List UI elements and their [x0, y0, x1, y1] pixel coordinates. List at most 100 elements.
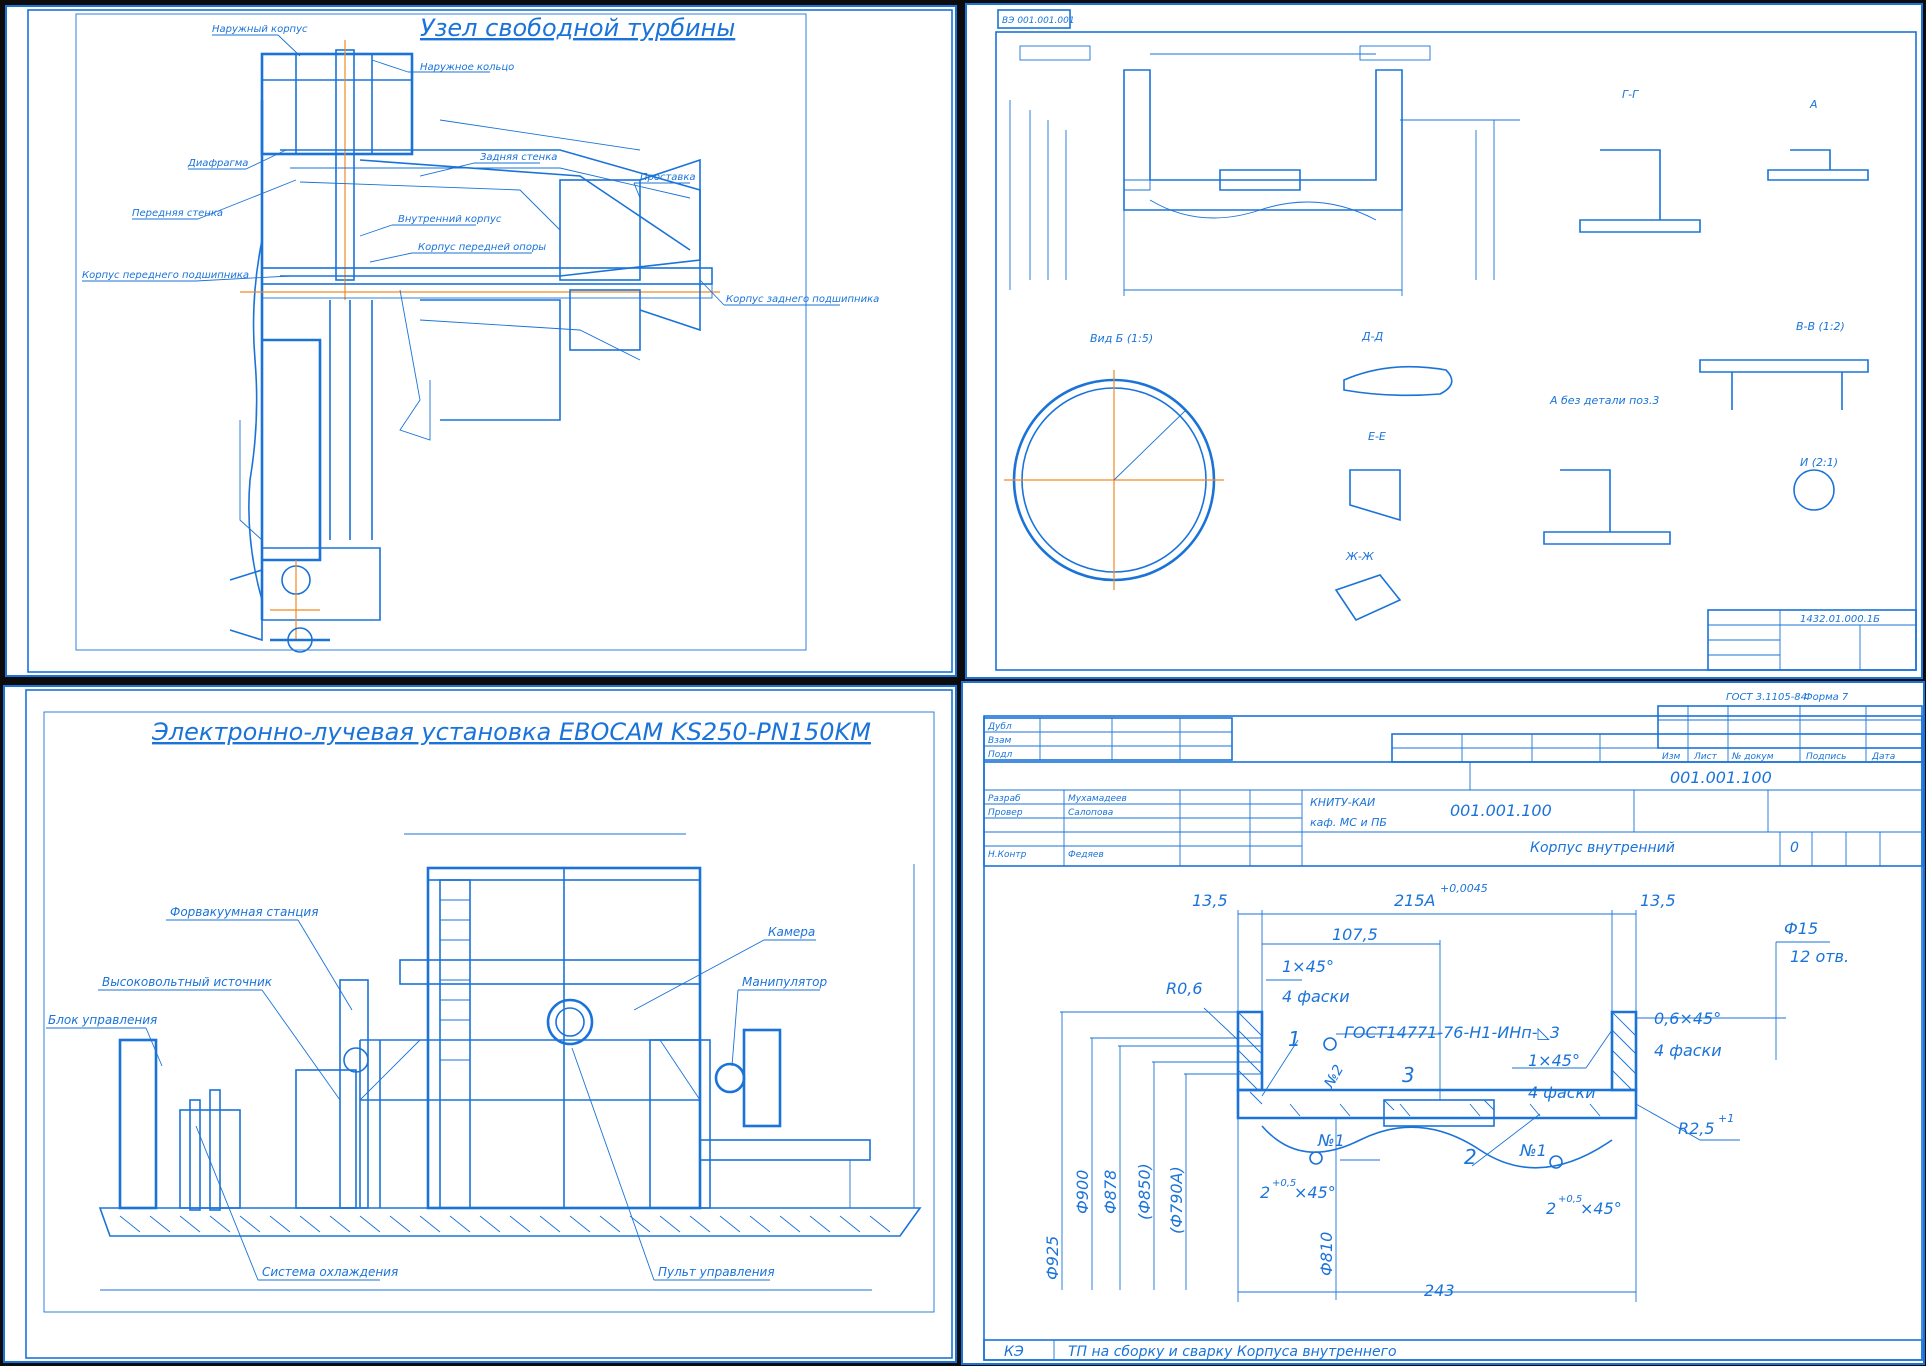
view-vv-title: В-В (1:2)	[1796, 320, 1845, 333]
pos-2: 2	[1464, 1145, 1477, 1169]
doc-number-main: 001.001.100	[1450, 801, 1552, 820]
dim-243: 243	[1424, 1281, 1455, 1300]
org-name: КНИТУ-КАИ	[1310, 796, 1375, 809]
weld-gost: ГОСТ14771-76-Н1-ИНп-◺3	[1344, 1023, 1560, 1042]
turbine-assembly-drawing	[229, 40, 720, 653]
detail-stamp: ВЭ 001.001.001	[1002, 16, 1075, 26]
dim-chamfer-2-left-tol: +0,5	[1272, 1178, 1296, 1189]
header-signature: Подпись	[1806, 752, 1846, 762]
label-control-unit: Блок управления	[48, 1013, 157, 1027]
dept-name: каф. МС и ПБ	[1310, 816, 1387, 829]
name-checker: Салопова	[1068, 808, 1113, 818]
label-control-panel: Пульт управления	[658, 1265, 775, 1279]
sheet-mark: 0	[1790, 840, 1799, 856]
dim-chamfer-2-right-angle: ×45°	[1580, 1199, 1622, 1218]
dim-13-5-left: 13,5	[1192, 891, 1228, 910]
dim-chamfer-06x45: 0,6×45°	[1654, 1009, 1721, 1028]
turbine-title: Узел свободной турбины	[420, 14, 735, 42]
label-front-wall: Передняя стенка	[132, 208, 223, 219]
view-a-no-part3-title: А без детали поз.3	[1549, 394, 1659, 407]
view-zhzh-title: Ж-Ж	[1345, 550, 1375, 563]
dim-4-chamfers-b: 4 фаски	[1528, 1083, 1596, 1102]
dim-4-chamfers-a: 4 фаски	[1282, 987, 1350, 1006]
header-izm: Изм	[1662, 752, 1681, 762]
process-footer: КЭ ТП на сборку и сварку Корпуса внутрен…	[983, 1339, 1923, 1361]
process-part-drawing	[1060, 910, 1830, 1302]
label-hv-source: Высоковольтный источник	[102, 975, 273, 989]
turbine-callouts: Наружный корпус Наружное кольцо Диафрагм…	[82, 24, 879, 306]
detail-title-block: 1432.01.000.1Б	[1707, 609, 1917, 671]
dim-chamfer-2-left: 2	[1260, 1183, 1270, 1202]
header-doc: № докум	[1731, 752, 1774, 762]
panel-detail-drawing: ВЭ 001.001.001 1432.01.000.1Б Вид Б (1:5…	[965, 3, 1923, 679]
dim-r25-tol: +1	[1718, 1112, 1734, 1125]
dim-r06: R0,6	[1166, 979, 1203, 998]
name-normcontrol: Федяев	[1068, 850, 1104, 860]
panel-turbine-assembly: Узел свободной турбины Н	[5, 5, 957, 677]
footer-text: ТП на сборку и сварку Корпуса внутреннег…	[1068, 1344, 1397, 1360]
dim-chamfer-2-left-angle: ×45°	[1294, 1183, 1336, 1202]
dim-chamfer-1x45-b: 1×45°	[1528, 1051, 1580, 1070]
ebeam-title: Электронно-лучевая установка EBOCAM KS25…	[151, 718, 871, 746]
dim-d810: Ф810	[1317, 1232, 1336, 1276]
ebeam-callouts: Форвакуумная станция Высоковольтный исто…	[46, 905, 828, 1281]
view-ee-title: Е-Е	[1368, 430, 1386, 443]
label-rear-wall: Задняя стенка	[480, 152, 557, 163]
label-vzam: Взам	[988, 736, 1011, 746]
name-developer: Мухамадеев	[1068, 794, 1127, 804]
process-revision-table: Дубл Взам Подл	[983, 717, 1233, 761]
dim-r25: R2,5	[1678, 1119, 1715, 1138]
dim-chamfer-2-right: 2	[1546, 1199, 1556, 1218]
label-spacer: Проставка	[640, 172, 696, 183]
label-front-support-housing: Корпус передней опоры	[418, 242, 546, 253]
dim-chamfer-1x45: 1×45°	[1282, 957, 1334, 976]
detail-view-b: Вид Б (1:5)	[1004, 332, 1224, 590]
label-diaphragm: Диафрагма	[187, 158, 248, 169]
role-normcontrol: Н.Контр	[988, 850, 1027, 860]
label-outer-housing: Наружный корпус	[212, 24, 308, 35]
panel-ebeam-installation: Электронно-лучевая установка EBOCAM KS25…	[3, 685, 957, 1363]
dim-4-chamfers-c: 4 фаски	[1654, 1041, 1722, 1060]
label-manipulator: Манипулятор	[742, 975, 828, 989]
process-dimensions: 13,5 215А +0,0045 13,5 107,5 1×45° 4 фас…	[1043, 882, 1849, 1300]
label-forevacuum-station: Форвакуумная станция	[170, 905, 318, 919]
dim-d850: (Ф850)	[1135, 1163, 1154, 1220]
part-name: Корпус внутренний	[1530, 840, 1675, 856]
pos-3: 3	[1402, 1063, 1415, 1087]
mark-no1-right: №1	[1519, 1141, 1547, 1160]
gost-ref: ГОСТ 3.1105-84	[1726, 692, 1807, 703]
view-a-title: А	[1809, 98, 1818, 111]
mark-no1-left: №1	[1317, 1131, 1345, 1150]
label-chamber: Камера	[768, 925, 815, 939]
view-i-title: И (2:1)	[1800, 456, 1838, 469]
dim-215a: 215А	[1394, 891, 1435, 910]
view-gg-title: Г-Г	[1622, 88, 1639, 101]
doc-number-top: 001.001.100	[1670, 768, 1772, 787]
label-cooling-system: Система охлаждения	[262, 1265, 398, 1279]
view-b-title: Вид Б (1:5)	[1090, 332, 1153, 345]
process-header: ГОСТ 3.1105-84 Форма 7 Изм Лист № докум …	[983, 692, 1923, 867]
label-podl: Подл	[988, 750, 1012, 760]
header-date: Дата	[1871, 752, 1895, 762]
label-rear-bearing-housing: Корпус заднего подшипника	[726, 294, 879, 305]
role-checker: Провер	[988, 808, 1023, 818]
dim-chamfer-2-right-tol: +0,5	[1558, 1194, 1582, 1205]
role-developer: Разраб	[988, 794, 1021, 804]
dim-215a-tol: +0,0045	[1440, 882, 1488, 895]
dim-12-holes: 12 отв.	[1790, 947, 1849, 966]
detail-code: 1432.01.000.1Б	[1800, 614, 1880, 625]
dim-d900: Ф900	[1073, 1170, 1092, 1214]
dim-13-5-right: 13,5	[1640, 891, 1676, 910]
label-outer-ring: Наружное кольцо	[420, 62, 514, 73]
dim-107-5: 107,5	[1332, 925, 1378, 944]
panel-process-sheet: Дубл Взам Подл ГОСТ 3.1105-84 Форма 7 Из…	[961, 681, 1925, 1365]
pos-1: 1	[1288, 1027, 1301, 1051]
header-list: Лист	[1693, 752, 1718, 762]
label-front-bearing-housing: Корпус переднего подшипника	[82, 270, 249, 281]
label-inner-housing: Внутренний корпус	[398, 214, 502, 225]
view-dd-title: Д-Д	[1361, 330, 1384, 343]
ebeam-machine	[100, 833, 915, 1291]
label-dubl: Дубл	[987, 722, 1012, 732]
detail-main-section	[1009, 45, 1520, 296]
